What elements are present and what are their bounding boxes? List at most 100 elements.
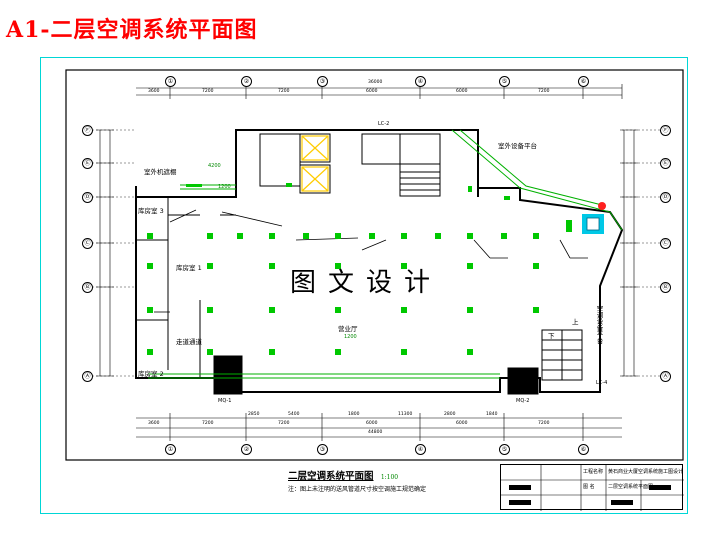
axis-row-b-right: Ⓑ [660,282,671,293]
dim-bot-sub-1: 2850 [248,412,260,417]
label-outdoor-shelter: 室外机遮棚 [144,168,177,176]
ceiling-diffuser [207,233,213,239]
label-stair-down: 下 [548,332,555,340]
axis-col-5: ⑤ [499,76,510,87]
page-title: A1-二层空调系统平面图 [6,17,258,43]
axis-row-e-right: Ⓔ [660,158,671,169]
ceiling-diffuser [335,263,341,269]
dim-bot-seg-3: 7200 [278,421,290,426]
dim-top-seg-5: 6000 [456,89,468,94]
axis-row-d: Ⓓ [82,192,93,203]
plan-title-text: 二层空调系统平面图 [288,471,374,482]
axis-row-c: Ⓒ [82,238,93,249]
label-lc4: LC-4 [596,380,608,386]
axis-row-c-right: Ⓒ [660,238,671,249]
ceiling-diffuser [467,233,473,239]
ceiling-diffuser [207,263,213,269]
ceiling-diffuser [533,233,539,239]
equipment-markers [186,183,510,200]
dim-top-seg-1: 3600 [148,89,160,94]
axis-row-b: Ⓑ [82,282,93,293]
ceiling-diffuser [147,263,153,269]
drawing-frame [40,57,688,514]
ceiling-diffusers [147,233,539,355]
axis-col-5-bottom: ⑤ [499,444,510,455]
label-stair-up: 上 [572,318,579,326]
room-warehouse-1: 库房室 1 [176,264,202,272]
core-area [259,133,583,381]
label-lc2: LC-2 [378,121,390,127]
ceiling-diffuser [207,307,213,313]
dim-top-seg-4: 6000 [366,89,378,94]
ceiling-diffuser [533,307,539,313]
axis-col-1: ① [165,76,176,87]
dim-bot-seg-4: 6000 [366,421,378,426]
ceiling-diffuser [467,263,473,269]
axis-col-2-bottom: ② [241,444,252,455]
inner-border [65,69,684,461]
plan-note: 注：图上未注明的送风管道尺寸按空调施工规范确定 [288,486,427,493]
ceiling-diffuser [401,263,407,269]
plan-scale: 1:100 [380,474,399,481]
axis-row-a-right: Ⓐ [660,371,671,382]
title-block: 工程名称 黄石商业大厦空调系统施工图设计 图 名 二层空调系统平面图 [500,464,684,511]
ceiling-diffuser [335,233,341,239]
tb-project-label: 工程名称 [583,469,604,475]
dim-bot-seg-5: 6000 [456,421,468,426]
axis-col-2: ② [241,76,252,87]
title-block-grid [501,465,684,511]
label-small-2: 1200 [218,184,231,190]
ceiling-diffuser [501,233,507,239]
ceiling-diffuser [147,233,153,239]
label-mq2: MQ-2 [516,398,530,404]
axis-col-6-bottom: ⑥ [578,444,589,455]
ceiling-diffuser [369,233,375,239]
dim-top-seg-6: 7200 [538,89,550,94]
dim-bot-seg-6: 7200 [538,421,550,426]
bottom-dimension-lines [136,413,622,441]
label-mq1: MQ-1 [218,398,232,404]
ceiling-diffuser [401,307,407,313]
elevator-cars [301,135,329,192]
room-business-hall: 营业厅 [338,325,358,333]
axis-col-4: ④ [415,76,426,87]
dim-bot-sub-6: 1840 [486,412,498,417]
ceiling-diffuser [467,307,473,313]
dim-bot-sub-2: 5400 [288,412,300,417]
axis-leaders [92,129,660,377]
ceiling-diffuser [147,349,153,355]
ceiling-diffuser [335,349,341,355]
ceiling-diffuser [269,349,275,355]
ceiling-diffuser [237,233,243,239]
room-corridor: 走道通道 [176,338,202,346]
room-business-hall-sub: 1200 [344,334,357,340]
axis-row-e: Ⓔ [82,158,93,169]
axis-row-f: Ⓕ [82,125,93,136]
tb-project-name: 黄石商业大厦空调系统施工图设计 [608,469,684,475]
tb-drawing-name: 二层空调系统平面图 [608,484,654,490]
ceiling-diffuser [269,233,275,239]
label-outdoor-platform: 室外设备平台 [498,142,537,150]
ceiling-diffuser [401,233,407,239]
outdoor-unit [566,202,606,234]
axis-col-1-bottom: ① [165,444,176,455]
ceiling-diffuser [303,233,309,239]
dim-bot-seg-1: 3600 [148,421,160,426]
ceiling-diffuser [147,307,153,313]
ceiling-diffuser [269,263,275,269]
ceiling-diffuser [269,307,275,313]
axis-col-4-bottom: ④ [415,444,426,455]
top-dimension-lines [136,84,623,99]
dim-bot-seg-2: 7200 [202,421,214,426]
leader-lines [154,209,588,313]
room-warehouse-3: 库房室 3 [138,207,164,215]
room-warehouse-2: 库房室 2 [138,370,164,378]
tb-drawing-label: 图 名 [583,484,595,490]
partitions [136,197,539,395]
ceiling-diffuser [401,349,407,355]
dim-bot-sub-5: 2800 [444,412,456,417]
axis-row-f-right: Ⓕ [660,125,671,136]
dim-bot-sub-3: 1800 [348,412,360,417]
ceiling-diffuser [207,349,213,355]
